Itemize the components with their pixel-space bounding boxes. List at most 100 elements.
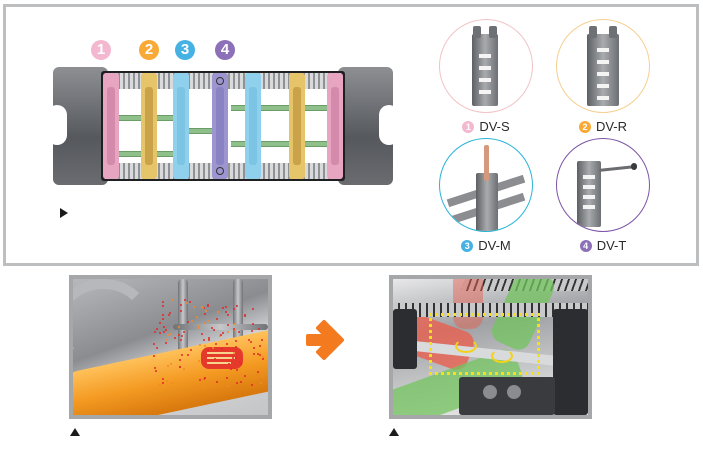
dust-particle [201,332,204,335]
dust-particle [179,338,182,341]
dust-particle [262,375,265,378]
dust-particle [258,328,261,331]
number-dot-3: 3 [461,240,474,252]
dust-particle [187,354,190,357]
product-name: DV-R [595,119,628,134]
dust-particle [184,299,187,301]
dust-particle [164,342,167,345]
separator-dv-m [173,73,189,179]
dust-particle [203,345,206,348]
dust-particle [224,311,227,314]
dust-particle [162,326,165,329]
dust-particle [201,307,204,310]
dust-particle [244,315,247,318]
dust-particle [231,356,234,359]
dust-particle [207,336,210,339]
dust-particle [162,330,165,333]
dust-particle [248,338,251,341]
dust-particle [158,332,161,335]
dust-particle [211,327,214,330]
dust-particle [178,359,181,362]
arrow-right-icon [306,320,344,360]
dust-particle [202,338,205,341]
dust-particle [213,328,216,331]
play-triangle-icon [60,208,68,218]
dust-particle [252,308,255,311]
dust-particle [169,362,172,365]
dust-particle [186,301,189,304]
dust-particle [166,334,169,337]
dust-particle [179,309,182,312]
dust-particle [189,301,192,304]
dust-particle [225,377,228,380]
dust-particle [230,367,233,370]
dust-particle [198,324,201,327]
dust-particle [234,323,237,325]
dust-particle [220,333,223,336]
dust-particle [204,310,207,313]
dust-particle [250,341,253,344]
dust-particle [219,335,222,338]
separator-dv-r [289,73,305,179]
dust-particle [162,313,165,316]
dust-particle [207,338,210,341]
dust-particle [166,379,169,382]
number-dot-1: 1 [462,121,475,133]
cable-carrier-cross-section [47,67,399,187]
dust-particle [244,374,247,377]
dust-particle [251,322,254,325]
dust-particle [161,378,164,381]
shelf-rod [187,128,227,134]
dust-particle [183,330,186,333]
dust-particle [198,360,201,363]
dust-particle [252,352,255,355]
dust-particle [226,331,229,334]
dust-particle [226,324,229,327]
dust-particle [261,358,264,361]
dust-particle [178,325,181,328]
dust-particle [235,356,238,359]
dust-particle [179,303,182,306]
worn-cable-patch [201,347,243,369]
dust-particle [250,330,253,332]
chain-side-link-left [47,67,108,185]
cable-abrasion-image [69,275,272,419]
dust-particle [207,380,210,383]
dust-particle [221,306,224,309]
dust-particle [215,381,218,384]
dust-particle [207,319,210,322]
dust-particle [201,378,204,381]
dust-particle [168,312,171,315]
chain-side-link-right [338,67,399,185]
number-badge-2: 2 [139,40,159,60]
dust-particle [165,328,168,331]
dust-particle [159,322,162,325]
dust-particle [232,327,235,330]
dust-particle [211,346,214,349]
product-image-dv-t [556,138,650,232]
dust-particle [155,328,158,331]
dust-particle [235,382,238,385]
dust-particle [153,342,155,345]
dust-particle [232,351,235,354]
dust-particle [168,313,171,316]
dust-particle [214,342,217,345]
product-name: DV-T [596,238,627,253]
dust-particle [238,361,241,364]
separator-dv-s [103,73,119,179]
dust-particle [252,346,255,349]
dust-particle [177,334,180,337]
dust-particle [214,357,217,360]
dust-particle [181,354,184,357]
up-triangle-icon [70,428,80,436]
dust-particle [153,367,156,370]
pin-hole [216,77,224,85]
dust-particle [204,321,207,324]
dust-particle [158,383,161,386]
dust-particle [198,327,201,330]
dust-particle [227,362,230,365]
dust-particle [236,305,239,307]
separator-dv-s [327,73,343,179]
